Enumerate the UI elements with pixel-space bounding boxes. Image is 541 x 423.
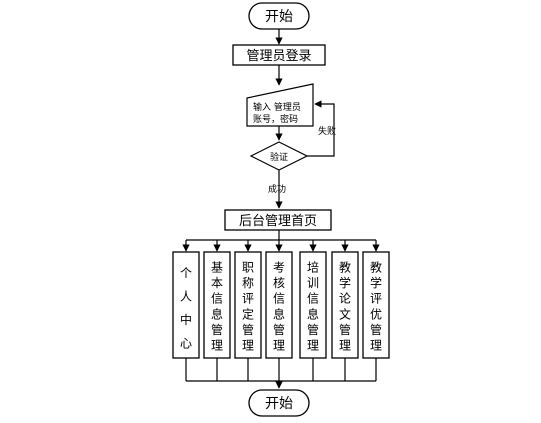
module-char: 理 <box>242 339 254 353</box>
module-char: 心 <box>180 336 192 350</box>
success-label: 成功 <box>268 183 286 195</box>
module-char: 理 <box>370 339 382 353</box>
module-char: 评 <box>242 292 254 306</box>
input-credentials-node: 输入 管理员 账号，密码 <box>246 83 314 127</box>
module-frame <box>265 251 293 359</box>
module-char: 中 <box>180 312 192 327</box>
module-char: 优 <box>370 307 382 321</box>
input-line-1: 输入 管理员 <box>253 101 301 113</box>
module-char: 职 <box>242 260 254 274</box>
module-char: 管 <box>273 322 285 337</box>
module-frame <box>172 251 200 359</box>
admin-login-label: 管理员登录 <box>246 49 311 64</box>
module-char: 信 <box>307 292 319 306</box>
end-label: 开始 <box>265 396 293 412</box>
module-char: 定 <box>242 306 254 321</box>
module-char: 管 <box>370 322 382 337</box>
module-char: 管 <box>307 322 319 337</box>
backend-home-label: 后台管理首页 <box>239 214 317 229</box>
module-char: 管 <box>339 322 351 337</box>
backend-home-node: 后台管理首页 <box>224 209 332 231</box>
module-char: 信 <box>273 292 285 306</box>
module-char: 教 <box>370 259 382 274</box>
start-node: 开始 <box>248 2 310 30</box>
module-char: 核 <box>273 276 285 290</box>
module-char: 教 <box>339 259 351 274</box>
module-char: 管 <box>242 322 254 337</box>
module-char: 人 <box>180 289 192 303</box>
module-char: 个 <box>180 266 192 280</box>
module-char: 理 <box>273 339 285 353</box>
module-char: 本 <box>211 276 223 290</box>
module-frame <box>362 251 390 359</box>
input-line-2: 账号，密码 <box>253 113 298 125</box>
module-char: 培 <box>307 259 319 274</box>
module-char: 文 <box>339 306 351 321</box>
module-char: 学 <box>339 275 351 290</box>
start-label: 开始 <box>265 9 293 25</box>
module-char: 论 <box>339 292 351 306</box>
module-char: 称 <box>242 276 254 290</box>
verify-node: 验证 <box>249 141 309 171</box>
admin-login-node: 管理员登录 <box>232 44 326 66</box>
module-char: 息 <box>307 306 319 321</box>
module-char: 理 <box>211 339 223 353</box>
module-char: 息 <box>273 306 285 321</box>
module-char: 理 <box>307 339 319 353</box>
verify-label: 验证 <box>270 151 288 163</box>
module-char: 考 <box>273 260 285 274</box>
module-char: 理 <box>339 339 351 353</box>
fail-label: 失败 <box>318 125 336 137</box>
module-char: 训 <box>307 276 319 290</box>
module-char: 息 <box>211 306 223 321</box>
end-node: 开始 <box>248 389 310 417</box>
module-char: 基 <box>211 260 223 274</box>
module-char: 管 <box>211 322 223 337</box>
module-frame <box>203 251 231 359</box>
module-char: 信 <box>211 292 223 306</box>
fail-loop-connector: 失败 <box>307 100 336 157</box>
module-char: 评 <box>370 292 382 306</box>
module-char: 学 <box>370 275 382 290</box>
